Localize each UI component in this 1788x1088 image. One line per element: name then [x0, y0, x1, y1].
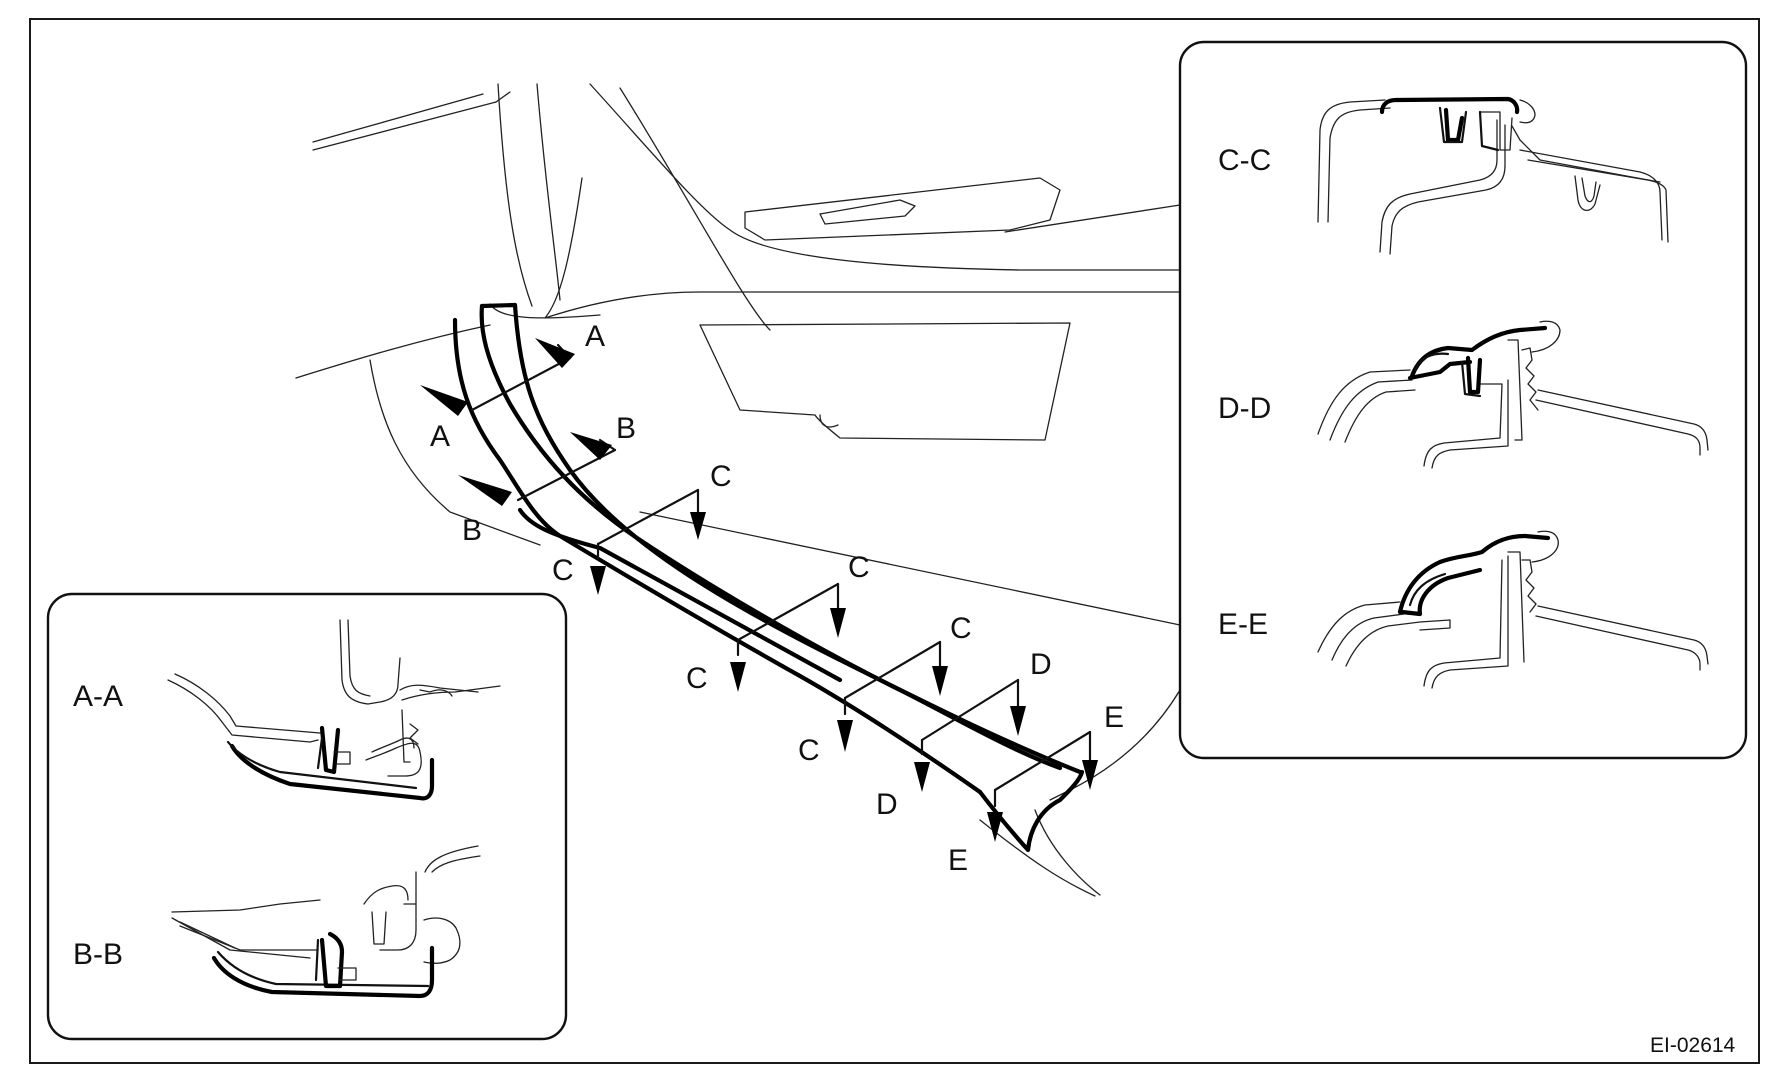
arrow-b-lower [458, 475, 512, 506]
arrow-e-lower [987, 812, 1003, 842]
marker-e-lower: E [948, 844, 968, 877]
arrow-c2-lower [730, 662, 746, 692]
marker-a-lower: A [430, 420, 450, 453]
inset-sections-cde: C-C D-D [1178, 40, 1748, 760]
arrow-b-upper [570, 432, 612, 460]
marker-c3-upper: C [950, 612, 972, 645]
arrow-e-upper [1082, 760, 1098, 790]
inset-label-bb: B-B [73, 938, 123, 971]
marker-b-upper: B [616, 412, 636, 445]
section-arrowheads [420, 338, 1098, 842]
arrow-c1-lower [590, 566, 606, 595]
inset-label-dd: D-D [1218, 392, 1271, 425]
marker-c2-upper: C [848, 551, 870, 584]
marker-c1-upper: C [710, 460, 732, 493]
marker-d-lower: D [876, 788, 898, 821]
side-sill-trim [452, 302, 1085, 853]
arrow-d-upper [1010, 706, 1026, 736]
inset-label-cc: C-C [1218, 144, 1271, 177]
section-bb-drawing [171, 845, 481, 999]
figure-code: EI-02614 [1650, 1034, 1736, 1057]
section-cc-drawing [1317, 96, 1669, 255]
marker-d-upper: D [1030, 648, 1052, 681]
arrow-a-lower [420, 385, 468, 416]
arrow-a-upper [535, 338, 575, 368]
inset-label-aa: A-A [73, 680, 123, 713]
section-ee-drawing [1317, 530, 1709, 689]
marker-e-upper: E [1104, 701, 1124, 734]
inset-label-ee: E-E [1218, 608, 1268, 641]
arrow-c1-upper [690, 512, 706, 540]
inset-sections-ab: A-A B-B [46, 592, 568, 1041]
marker-c2-lower: C [686, 662, 708, 695]
marker-c3-lower: C [798, 734, 820, 767]
marker-b-lower: B [462, 514, 482, 547]
section-cut-lines [470, 343, 1092, 808]
arrow-c3-lower [837, 720, 853, 752]
arrow-d-lower [914, 762, 930, 792]
section-dd-drawing [1317, 320, 1709, 469]
marker-a-upper: A [585, 320, 605, 353]
section-aa-drawing [167, 619, 501, 801]
inset-ab-panel [46, 592, 568, 1041]
marker-c1-lower: C [552, 554, 574, 587]
inset-cde-panel [1178, 40, 1748, 760]
vehicle-body-outline [295, 83, 1181, 897]
arrow-c2-upper [830, 608, 846, 638]
arrow-c3-upper [932, 666, 948, 696]
